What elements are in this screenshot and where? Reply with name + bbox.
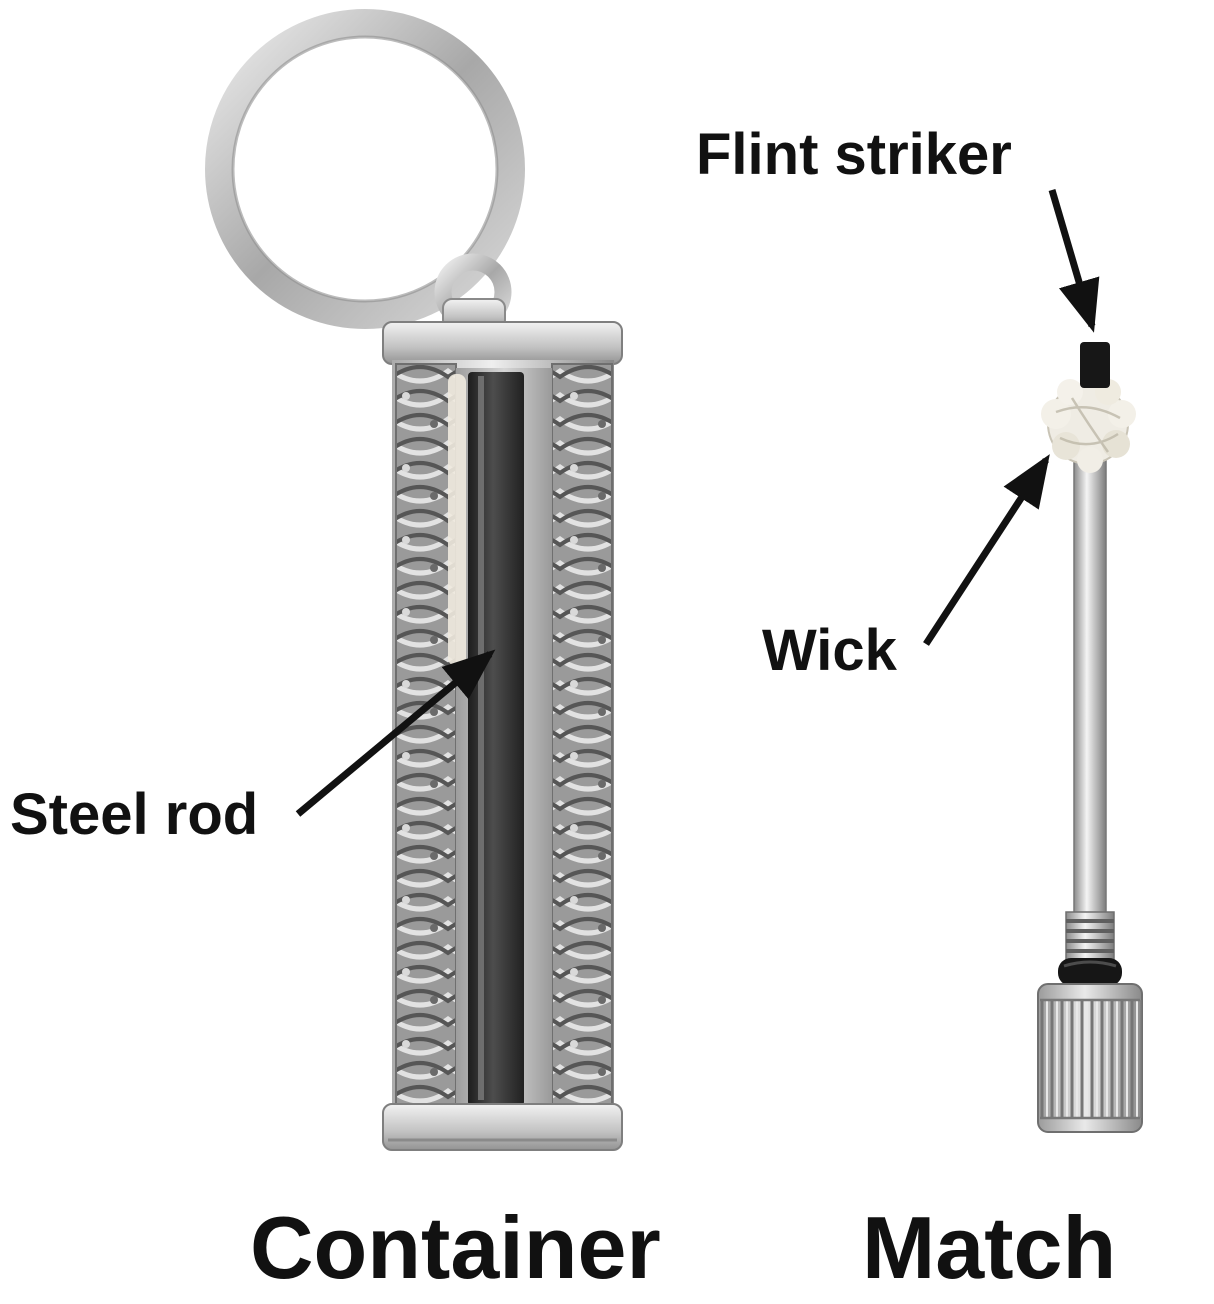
wick-arrow xyxy=(923,454,1050,646)
o-ring-highlight xyxy=(1063,960,1117,968)
match-label: Match xyxy=(862,1198,1117,1297)
wick-label: Wick xyxy=(762,618,897,683)
engraved-panel-right xyxy=(551,363,613,1111)
recess-highlight xyxy=(448,374,466,666)
knurled-cap xyxy=(1037,983,1143,1133)
key-ring-inner-shade xyxy=(231,35,499,303)
key-ring xyxy=(205,9,525,329)
engraved-panel-left xyxy=(395,363,457,1111)
wick-ball xyxy=(1041,379,1136,473)
match-assembly xyxy=(1037,342,1143,1133)
threaded-neck xyxy=(1065,911,1115,963)
steel-rod-highlight xyxy=(478,376,484,1100)
container-bottom-cap xyxy=(382,1103,623,1151)
steel-rod xyxy=(468,372,524,1106)
steel-rod-label: Steel rod xyxy=(10,782,259,847)
match-rod xyxy=(1073,419,1107,919)
flint-striker-label: Flint striker xyxy=(696,122,1012,187)
flint-striker-tip xyxy=(1080,342,1110,388)
steel-rod-arrow xyxy=(295,649,496,817)
flint-striker-arrow xyxy=(1048,189,1100,333)
container-assembly xyxy=(205,9,623,1151)
container-top-cap xyxy=(382,321,623,365)
container-label: Container xyxy=(250,1198,661,1297)
